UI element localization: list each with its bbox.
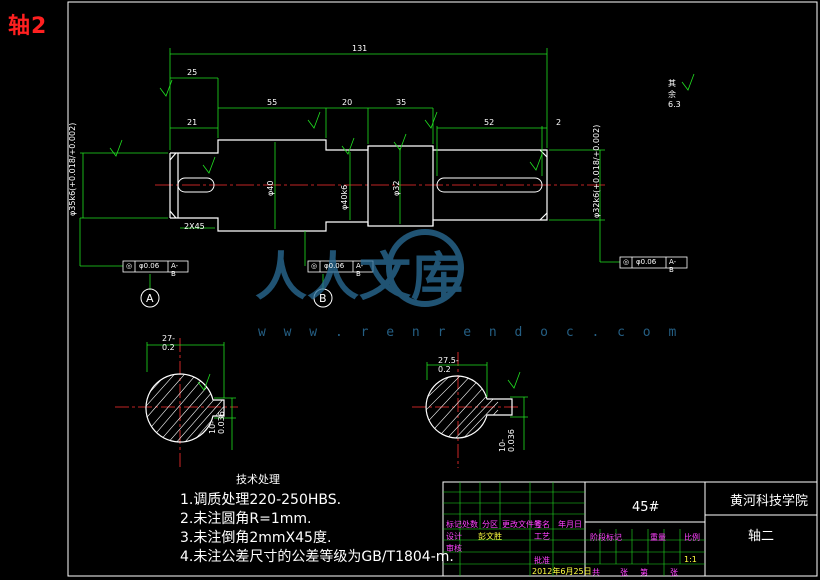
datum-b-label: B	[319, 292, 327, 305]
material-label: 45#	[632, 500, 660, 515]
right-keyway	[436, 177, 543, 193]
left-keyway	[177, 177, 215, 193]
watermark-logo: 人人文库	[255, 229, 464, 308]
row-label: 分区	[482, 520, 498, 529]
role-label: 工艺	[534, 532, 550, 541]
datum-b-circle	[313, 288, 333, 308]
dim-55: 55	[267, 98, 278, 107]
sheet-label: 张	[620, 568, 628, 577]
row-label: 签名	[534, 520, 550, 529]
tol-right-ref: A-B	[669, 258, 677, 274]
roughness-symbols	[109, 73, 695, 391]
row-label: 处数	[462, 520, 478, 529]
dim-21: 21	[187, 118, 198, 127]
dim-dia-mid: φ40	[266, 180, 275, 196]
note-item: 1.调质处理220-250HBS.	[180, 492, 342, 508]
school-label: 黄河科技学院	[730, 494, 809, 509]
tolerance-frames	[122, 256, 688, 273]
dim-52: 52	[484, 118, 495, 127]
tol-mid-value: φ0.06	[324, 262, 345, 270]
part-name-label: 轴二	[748, 529, 775, 544]
sheet-label: 第	[640, 568, 648, 577]
dim-25: 25	[187, 68, 198, 77]
scale-value: 1:1	[684, 555, 697, 564]
tol-mid-symbol: ◎	[311, 262, 318, 270]
stage-label: 阶段标记	[590, 533, 622, 542]
datum-a-label: A	[146, 292, 154, 305]
dim-keyway-left: 27-0.2	[162, 334, 176, 352]
watermark-url: w w w . r e n r e n d o c . c o m	[258, 325, 682, 340]
watermark-text: 人人文库	[255, 248, 463, 308]
dim-overall: 131	[352, 44, 368, 53]
note-item: 3.未注倒角2mmX45度.	[180, 530, 332, 546]
sheet-label: 共	[592, 568, 600, 577]
row-label: 年月日	[558, 520, 582, 529]
dimension-lines	[79, 48, 620, 290]
dim-key-w-left: 10-0.036	[208, 411, 226, 434]
sheet-label: 张	[670, 568, 678, 577]
tol-mid-ref: A-B	[356, 262, 364, 278]
roughness-general: 其余 6.3	[668, 79, 681, 109]
dim-keyway-right: 27.5-0.2	[438, 356, 459, 374]
dim-20: 20	[342, 98, 353, 107]
dim-dia-left: φ35k6(+0.018/+0.002)	[68, 122, 77, 216]
role-label: 批准	[534, 556, 550, 565]
date-value: 2012年6月25日	[532, 567, 592, 576]
tol-right-symbol: ◎	[623, 258, 630, 266]
datum-a-circle	[140, 288, 160, 308]
role-label: 审核	[446, 544, 462, 553]
dim-key-w-right: 10-0.036	[498, 429, 516, 452]
section-left	[115, 338, 238, 470]
note-item: 4.未注公差尺寸的公差等级为GB/T1804-m.	[180, 549, 454, 565]
tol-left-symbol: ◎	[126, 262, 133, 270]
dim-2: 2	[556, 118, 562, 127]
stage-label: 比例	[684, 533, 700, 542]
designer-value: 彭文胜	[478, 532, 502, 541]
technical-notes: 技术处理 1.调质处理220-250HBS. 2.未注圆角R=1mm. 3.未注…	[180, 470, 454, 567]
title-block-grid	[443, 482, 705, 576]
tol-left-value: φ0.06	[139, 262, 160, 270]
dim-35: 35	[396, 98, 407, 107]
row-label: 更改文件号	[502, 520, 542, 529]
stage-label: 重量	[650, 533, 666, 542]
note-item: 2.未注圆角R=1mm.	[180, 511, 312, 527]
shaft-outline	[169, 139, 548, 232]
row-label: 标记	[446, 520, 462, 529]
tol-right-value: φ0.06	[636, 258, 657, 266]
role-label: 设计	[446, 532, 462, 541]
dim-dia-mid3: φ32	[392, 180, 401, 196]
notes-header: 技术处理	[236, 473, 280, 486]
dim-dia-mid2: φ40k6	[340, 184, 349, 210]
corner-title: 轴2	[8, 14, 48, 39]
dim-chamfer: 2X45	[184, 222, 205, 231]
tol-left-ref: A-B	[171, 262, 179, 278]
dim-dia-right: φ32k6(+0.018/+0.002)	[592, 124, 601, 218]
